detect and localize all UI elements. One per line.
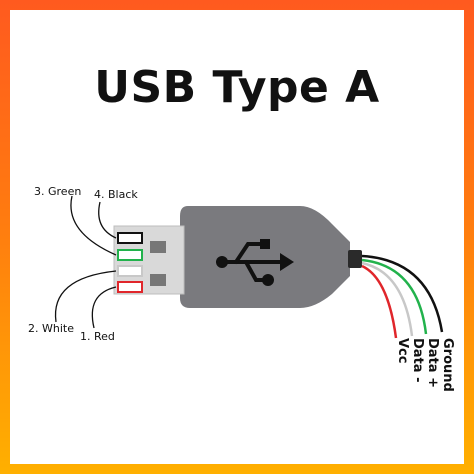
- red-wire: [361, 264, 398, 339]
- black-wire: [361, 254, 444, 333]
- pin3-label: 3. Green: [34, 185, 81, 198]
- data-plus-label: Data +: [425, 338, 440, 388]
- cable-tail: [348, 250, 362, 268]
- pin1-label: 1. Red: [80, 330, 115, 343]
- leader-pin2: [54, 270, 117, 323]
- leader-pin1: [91, 286, 117, 329]
- pin-3-contact: [117, 249, 143, 261]
- usb-diagram: 3. Green 4. Black 2. White 1. Red Ground…: [28, 185, 455, 392]
- ground-label: Ground: [440, 338, 455, 392]
- connector-shell-outline: [113, 225, 185, 295]
- pin-4-contact: [117, 232, 143, 244]
- pin-2-contact: [117, 265, 143, 277]
- data-minus-label: Data -: [410, 338, 425, 382]
- white-wire: [361, 261, 414, 337]
- leader-pin3: [70, 195, 117, 256]
- contact-pad: [150, 241, 166, 253]
- vcc-label: Vcc: [395, 338, 410, 363]
- pin-1-contact: [117, 281, 143, 293]
- plug-body: [180, 206, 350, 308]
- contact-pad: [150, 274, 166, 286]
- diagram-title: USB Type A: [94, 62, 380, 113]
- usb-symbol-icon: [216, 239, 294, 286]
- green-wire: [361, 258, 428, 335]
- pin2-label: 2. White: [28, 322, 74, 335]
- pin4-label: 4. Black: [94, 188, 138, 201]
- leader-pin4: [98, 201, 117, 239]
- diagram-canvas: USB Type A: [10, 10, 464, 464]
